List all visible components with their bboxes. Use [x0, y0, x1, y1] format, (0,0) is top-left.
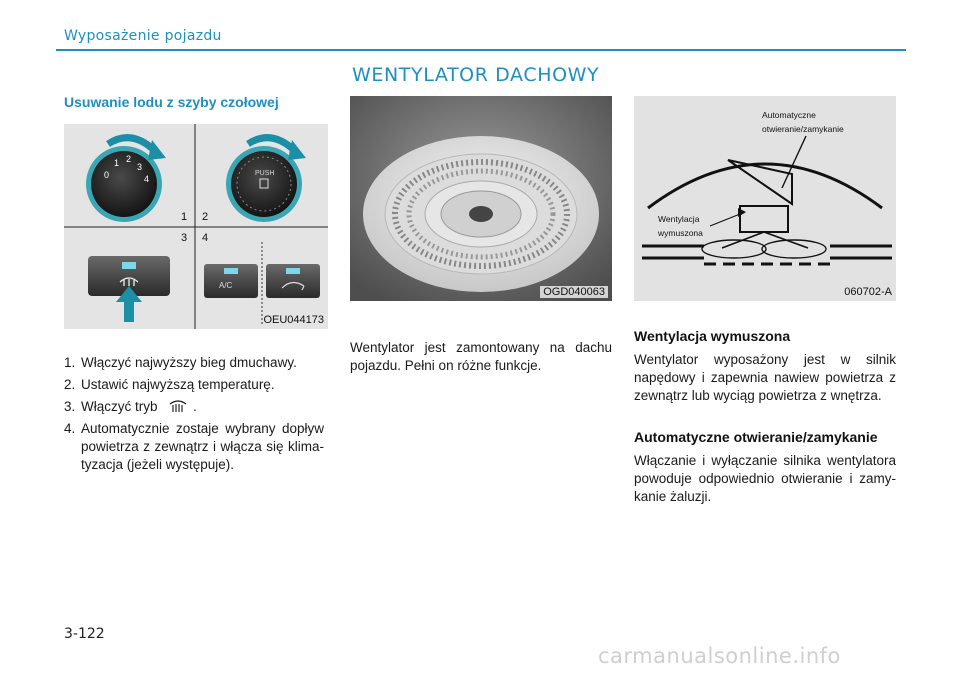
- roof-vent-diagram: Automatyczne otwieranie/zamykanie Wentyl…: [634, 96, 896, 301]
- label-forced-vent: wymuszona: [657, 228, 703, 238]
- indicator-light: [224, 268, 238, 274]
- pointer-line: [781, 135, 807, 189]
- step-text: Włączyć tryb: [81, 399, 158, 414]
- temperature-knob[interactable]: [231, 151, 297, 217]
- step-number: 2.: [64, 377, 76, 392]
- flap-shape: [727, 159, 793, 206]
- forced-vent-heading: Wentylacja wymuszona: [634, 328, 791, 344]
- push-label: PUSH: [255, 170, 274, 177]
- page-title: WENTYLATOR DACHOWY: [352, 64, 600, 86]
- header-rule: [56, 49, 906, 51]
- step-number: 3.: [64, 399, 76, 414]
- vent-schematic: Automatyczne otwieranie/zamykanie Wentyl…: [642, 110, 892, 266]
- step-suffix: .: [189, 399, 197, 414]
- step-text: Automatycznie zostaje wybrany dopływ pow…: [81, 421, 324, 472]
- roof-vent-intro: Wentylator jest zamontowany na dachu poj…: [350, 340, 612, 373]
- climate-control-figure: 0 1 2 3 4 PUSH 1 2 3 4 A/C OEU044173: [64, 124, 328, 329]
- ac-label: A/C: [219, 281, 233, 290]
- vent-center-screw: [469, 206, 493, 222]
- press-arrow-head-icon: [116, 286, 142, 302]
- dial-number: 3: [137, 162, 142, 172]
- forced-vent-text: Wentylator wyposażony jest w silnik napę…: [634, 352, 896, 403]
- roof-outline: [647, 162, 883, 210]
- label-auto-open-close: Automatyczne: [762, 110, 816, 120]
- figure-code: 060702-A: [844, 286, 892, 298]
- roof-vent-illustration: [350, 96, 612, 301]
- step-item: 2. Ustawić najwyższą temperaturę.: [64, 376, 324, 394]
- auto-open-text: Włączanie i wyłączanie silnika wentylato…: [634, 453, 896, 504]
- quadrant-label: 2: [202, 211, 208, 223]
- figure-code: OGD040063: [540, 286, 608, 298]
- figure-code: OEU044173: [263, 314, 324, 326]
- ac-button[interactable]: [204, 264, 258, 298]
- step-text: Ustawić najwyższą temperaturę.: [81, 377, 275, 392]
- page-number: 3-122: [64, 626, 105, 642]
- airflow-loop: [761, 239, 827, 259]
- air-intake-button[interactable]: [266, 264, 320, 298]
- indicator-light: [286, 268, 300, 274]
- vent-grille: [392, 159, 570, 269]
- dial-number: 2: [126, 154, 131, 164]
- step-number: 4.: [64, 421, 76, 436]
- quadrant-label: 1: [181, 211, 187, 223]
- step-number: 1.: [64, 355, 76, 370]
- defrost-heading: Usuwanie lodu z szyby czołowej: [64, 94, 279, 110]
- dial-number: 4: [144, 174, 149, 184]
- arrow-head-icon: [148, 140, 166, 160]
- quadrant-label: 4: [202, 232, 208, 244]
- press-arrow-icon: [124, 300, 134, 322]
- arrow-head-icon: [288, 140, 306, 160]
- defrost-small-icon: [259, 178, 269, 189]
- defrost-steps: 1. Włączyć najwyższy bieg dmuchawy. 2. U…: [64, 354, 324, 478]
- defrost-icon: [119, 277, 139, 286]
- label-forced-vent: Wentylacja: [658, 214, 700, 224]
- climate-control-illustration: 0 1 2 3 4 PUSH 1 2 3 4 A/C: [64, 124, 328, 329]
- auto-open-heading: Automatyczne otwieranie/zamykanie: [634, 429, 878, 445]
- dial-number: 1: [114, 158, 119, 168]
- step-item: 4. Automatycznie zostaje wybrany dopływ …: [64, 420, 324, 474]
- section-header: Wyposażenie pojazdu: [64, 28, 222, 44]
- label-auto-open-close: otwieranie/zamykanie: [762, 124, 844, 134]
- roof-vent-photo: OGD040063: [350, 96, 612, 301]
- dial-number: 0: [104, 170, 109, 180]
- defrost-mode-icon: [169, 400, 187, 412]
- fresh-air-icon: [281, 281, 305, 291]
- fan-speed-knob[interactable]: [91, 151, 157, 217]
- fan-motor-box: [739, 205, 789, 233]
- airflow-loop: [701, 239, 767, 259]
- indicator-light: [122, 262, 136, 269]
- step-item: 1. Włączyć najwyższy bieg dmuchawy.: [64, 354, 324, 372]
- quadrant-label: 3: [181, 232, 187, 244]
- defrost-button[interactable]: [88, 256, 170, 296]
- step-item: 3. Włączyć tryb .: [64, 398, 324, 416]
- watermark: carmanualsonline.info: [598, 644, 841, 668]
- step-text: Włączyć najwyższy bieg dmuchawy.: [81, 355, 297, 370]
